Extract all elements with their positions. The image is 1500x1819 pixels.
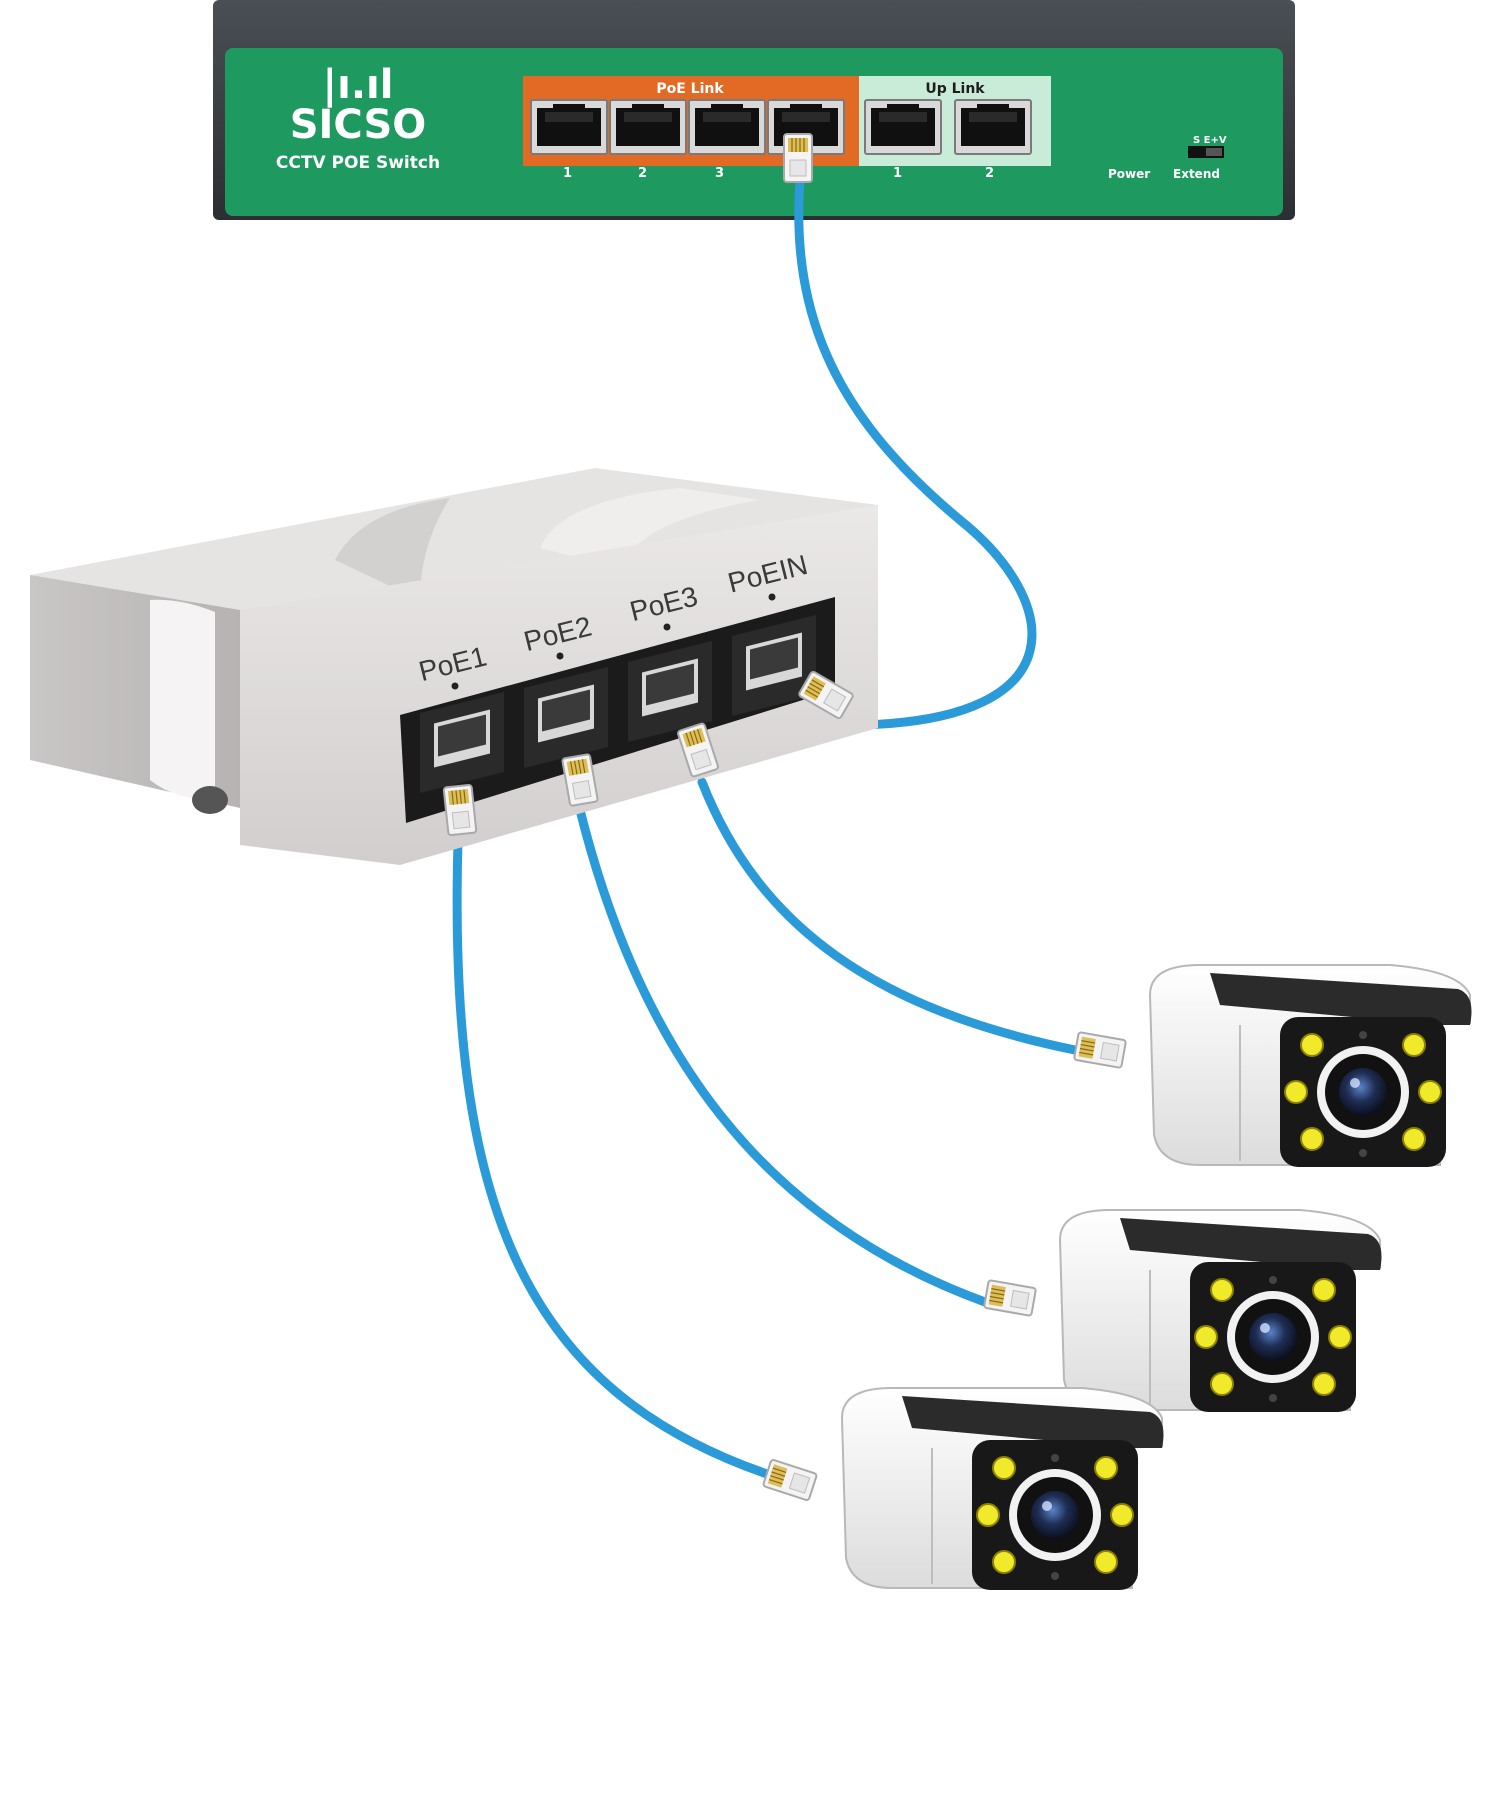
uplink-port-number: 1 xyxy=(893,166,902,181)
bullet-camera-icon xyxy=(1150,965,1472,1167)
cable-poe2 xyxy=(580,810,985,1302)
uplink-port-2 xyxy=(955,100,1031,154)
switch-subtitle: CCTV POE Switch xyxy=(276,153,440,173)
cable-poe1 xyxy=(457,840,770,1475)
poe-port-2 xyxy=(610,100,686,154)
poe-port-1 xyxy=(531,100,607,154)
extend-label: Extend xyxy=(1173,167,1220,181)
poe-link-label: PoE Link xyxy=(656,81,724,97)
uplink-port-1 xyxy=(865,100,941,154)
up-link-label: Up Link xyxy=(925,81,985,97)
power-label: Power xyxy=(1108,167,1150,181)
brand-name: SICSO xyxy=(290,102,427,148)
bullet-camera-icon xyxy=(842,1388,1164,1590)
rj45-plug-icon xyxy=(984,1280,1036,1316)
rj45-plug-icon xyxy=(763,1459,817,1500)
switch-plug-icon xyxy=(784,134,812,182)
rj45-plug-icon xyxy=(444,785,477,836)
poe-port-number: 1 xyxy=(563,166,572,181)
poe-port-number: 2 xyxy=(638,166,647,181)
uplink-port-number: 2 xyxy=(985,166,994,181)
bullet-camera-icon xyxy=(1060,1210,1382,1412)
switch-setting-label: S E+V xyxy=(1193,135,1227,146)
cable-poe3 xyxy=(702,782,1075,1050)
poe-switch: |ı.ıl SICSO CCTV POE Switch PoE Link Up … xyxy=(213,0,1295,220)
poe-port-3 xyxy=(689,100,765,154)
rj45-plug-icon xyxy=(1074,1032,1126,1068)
poe-port-number: 3 xyxy=(715,166,724,181)
cables xyxy=(457,180,1075,1475)
